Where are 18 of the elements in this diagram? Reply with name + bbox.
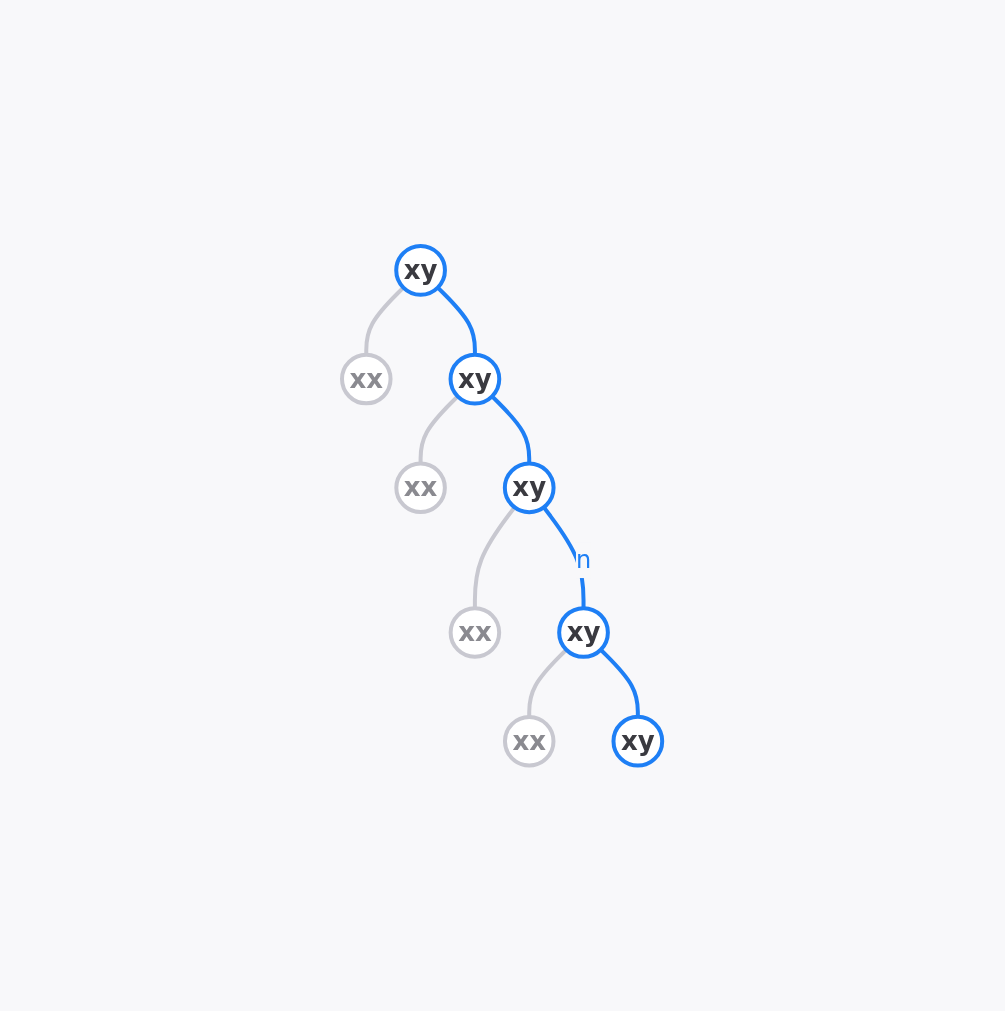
node-circle: xx [449,605,502,659]
connector [436,285,478,355]
node-circle: xy [394,243,448,297]
node-circle: xx [503,714,556,768]
node-circle: xy [448,352,502,406]
node-circle: xx [340,352,393,406]
connector [599,648,641,717]
connector [491,394,532,464]
connector [542,505,586,608]
connector [473,505,517,608]
node-circle: xy [557,605,611,659]
connector [364,285,406,355]
connector [419,394,460,464]
node-circle: xx [394,461,448,514]
edge-label: n [576,545,592,574]
node-circle: xy [611,714,665,768]
node-circle: xy [503,461,556,514]
connector [527,648,569,717]
